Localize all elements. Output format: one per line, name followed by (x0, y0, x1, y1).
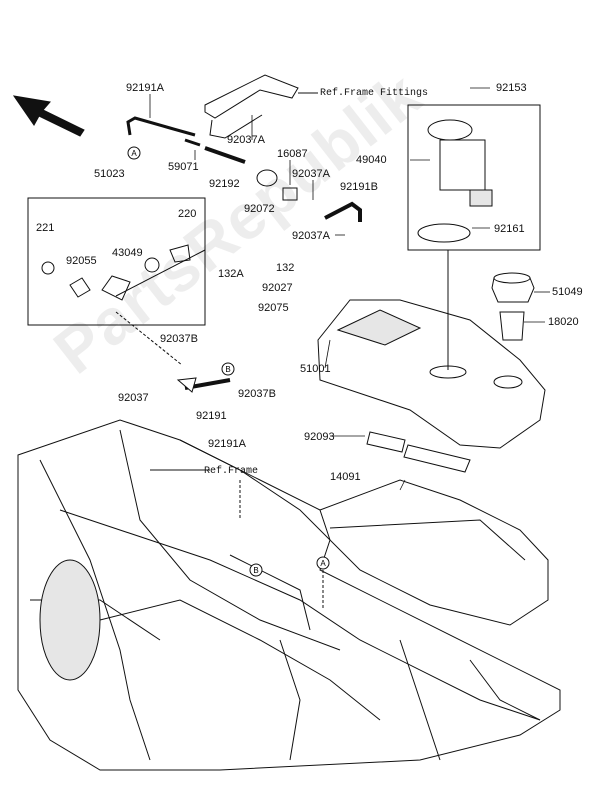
callout-a-frame (316, 556, 330, 570)
label-92037a-b[interactable]: 92037A (292, 168, 330, 180)
label-92191a-top[interactable]: 92191A (126, 82, 164, 94)
label-92093[interactable]: 92093 (304, 431, 335, 443)
clamp-92072 (256, 169, 278, 187)
frame-fittings-bracket (204, 74, 299, 119)
label-92055[interactable]: 92055 (66, 255, 97, 267)
callout-b-frame-text: B (253, 566, 258, 575)
pump-box (407, 104, 541, 251)
label-92037b-b[interactable]: 92037B (238, 388, 276, 400)
label-51001[interactable]: 51001 (300, 363, 331, 375)
hose-92191b (324, 201, 362, 222)
callout-b-mid-text: B (225, 365, 230, 374)
label-92037a-a[interactable]: 92037A (227, 134, 265, 146)
fuel-filter-16087 (282, 187, 298, 201)
label-92037b-a[interactable]: 92037B (160, 333, 198, 345)
callout-b-frame (249, 563, 263, 577)
label-92191b[interactable]: 92191B (340, 181, 378, 193)
label-51023[interactable]: 51023 (94, 168, 125, 180)
callout-a-frame-text: A (320, 559, 326, 568)
label-92075[interactable]: 92075 (258, 302, 289, 314)
label-92037a-c[interactable]: 92037A (292, 230, 330, 242)
label-132a[interactable]: 132A (218, 268, 244, 280)
label-14091[interactable]: 14091 (330, 471, 361, 483)
label-49040[interactable]: 49040 (356, 154, 387, 166)
label-132[interactable]: 132 (276, 262, 295, 274)
label-59071[interactable]: 59071 (168, 161, 199, 173)
label-220[interactable]: 220 (178, 208, 197, 220)
label-92191[interactable]: 92191 (196, 410, 227, 422)
hose-92191a (126, 116, 196, 137)
label-51049[interactable]: 51049 (552, 286, 583, 298)
label-92027[interactable]: 92027 (262, 282, 293, 294)
callout-b-mid (221, 362, 235, 376)
label-92153[interactable]: 92153 (496, 82, 527, 94)
pad-92093 (366, 431, 406, 453)
label-92037[interactable]: 92037 (118, 392, 149, 404)
pump-group-box (27, 197, 206, 326)
frame-outline (17, 419, 561, 771)
label-221[interactable]: 221 (36, 222, 55, 234)
gasket-92161 (417, 223, 471, 243)
label-92192[interactable]: 92192 (209, 178, 240, 190)
label-43049[interactable]: 43049 (112, 247, 143, 259)
label-92161[interactable]: 92161 (494, 223, 525, 235)
ref-frame-fittings[interactable]: Ref.Frame Fittings (320, 88, 429, 99)
tank-guard-14091 (319, 479, 549, 626)
label-16087[interactable]: 16087 (277, 148, 308, 160)
label-18020[interactable]: 18020 (548, 316, 579, 328)
label-92191a-mid[interactable]: 92191A (208, 438, 246, 450)
label-92072[interactable]: 92072 (244, 203, 275, 215)
callout-a-top-text: A (131, 149, 137, 158)
direction-arrow (12, 95, 85, 137)
filler-strainer-18020 (499, 311, 525, 341)
ref-frame[interactable]: Ref.Frame (204, 466, 259, 477)
callout-a-top (127, 146, 141, 160)
callouts (127, 146, 330, 577)
